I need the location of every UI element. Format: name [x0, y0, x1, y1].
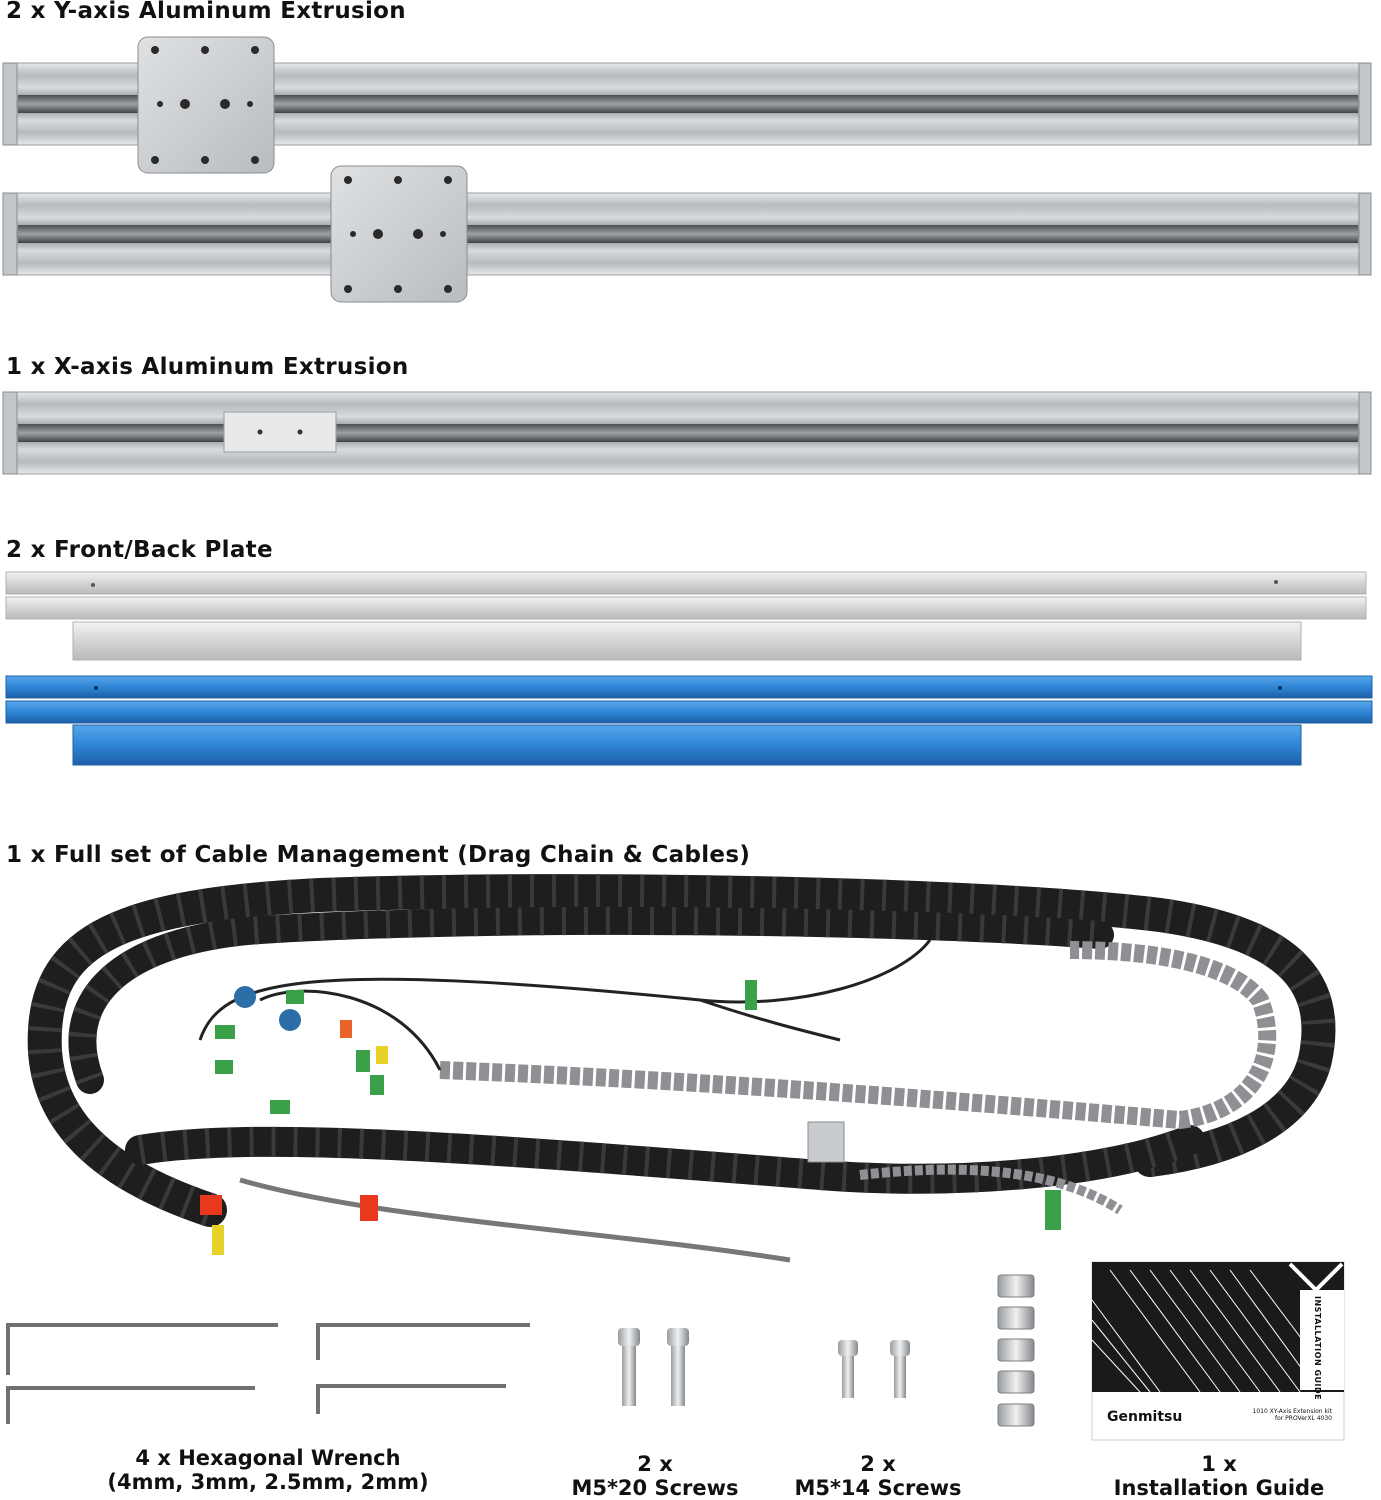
- guide-caption-line1: 1 x: [1201, 1452, 1237, 1476]
- m5x20-caption: 2 x M5*20 Screws: [555, 1452, 755, 1500]
- y-axis-extrusion-2: [2, 165, 1372, 303]
- guide-subtitle-line1: 1010 XY-Axis Extension kit: [1252, 1408, 1333, 1415]
- plates-title: 2 x Front/Back Plate: [6, 537, 273, 563]
- m5x20-screws: [618, 1328, 689, 1406]
- wrench-caption-line1: 4 x Hexagonal Wrench: [135, 1446, 401, 1470]
- y-axis-title: 2 x Y-axis Aluminum Extrusion: [6, 0, 406, 24]
- guide-subtitle-line2: for PROVerXL 4030: [1275, 1415, 1332, 1422]
- y-axis-extrusion-1: [2, 36, 1372, 174]
- cable-title: 1 x Full set of Cable Management (Drag C…: [6, 842, 751, 868]
- guide-caption-line2: Installation Guide: [1113, 1476, 1325, 1500]
- guide-subtitle: 1010 XY-Axis Extension kit for PROVerXL …: [1232, 1408, 1333, 1422]
- guide-brand: Genmitsu: [1107, 1409, 1183, 1425]
- installation-guide-booklet: [1091, 1261, 1345, 1441]
- guide-caption: 1 x Installation Guide: [1098, 1452, 1340, 1500]
- t-nuts: [997, 1274, 1035, 1427]
- m5x20-caption-line2: M5*20 Screws: [571, 1476, 739, 1500]
- cables: [198, 939, 1277, 1263]
- x-axis-title: 1 x X-axis Aluminum Extrusion: [6, 354, 409, 380]
- wrench-caption-line2: (4mm, 3mm, 2.5mm, 2mm): [107, 1470, 429, 1494]
- m5x14-caption-line2: M5*14 Screws: [794, 1476, 962, 1500]
- wrench-caption: 4 x Hexagonal Wrench (4mm, 3mm, 2.5mm, 2…: [98, 1446, 438, 1494]
- front-back-plates: [5, 571, 1373, 766]
- hex-wrenches: [6, 1323, 530, 1424]
- m5x14-caption: 2 x M5*14 Screws: [778, 1452, 978, 1500]
- m5x14-caption-line1: 2 x: [860, 1452, 896, 1476]
- m5x14-screws: [838, 1340, 910, 1398]
- m5x20-caption-line1: 2 x: [637, 1452, 673, 1476]
- guide-vertical-title: INSTALLATION GUIDE: [1313, 1296, 1322, 1401]
- drag-chain: [27, 874, 1336, 1227]
- x-axis-extrusion: [2, 391, 1372, 475]
